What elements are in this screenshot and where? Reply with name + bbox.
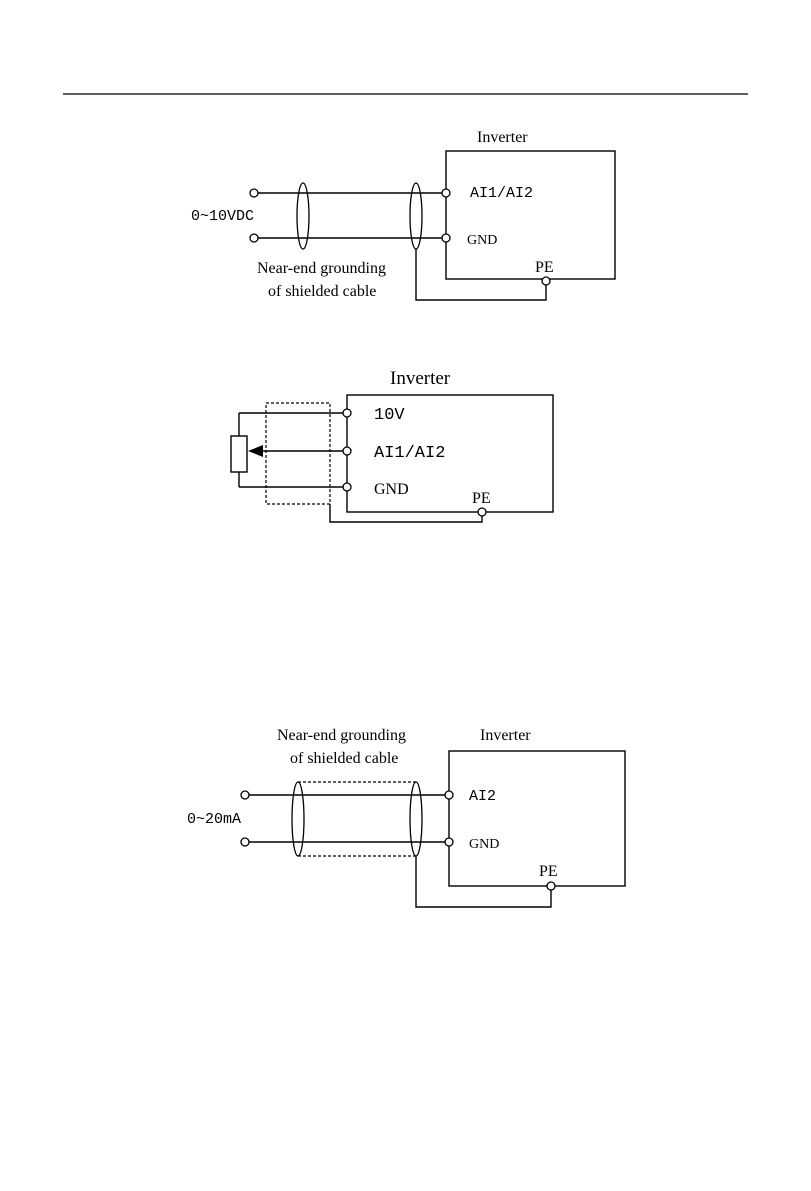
shield-ground-wire <box>416 249 546 300</box>
note-line2: of shielded cable <box>268 283 376 300</box>
terminal-ai2 <box>445 791 453 799</box>
terminal-pe-label: PE <box>472 490 491 507</box>
source-terminal-bottom <box>250 234 258 242</box>
terminal-gnd-label: GND <box>467 233 497 248</box>
source-label: 0~10VDC <box>191 208 254 225</box>
terminal-10v-label: 10V <box>374 406 405 425</box>
terminal-ai1-ai2-label: AI1/AI2 <box>470 185 533 202</box>
potentiometer <box>231 436 247 472</box>
terminal-ai2-label: AI2 <box>469 788 496 805</box>
terminal-pe <box>542 277 550 285</box>
terminal-ai1-ai2 <box>442 189 450 197</box>
terminal-gnd <box>343 483 351 491</box>
diagram-current-input: Inverter Near-end grounding of shielded … <box>187 727 625 907</box>
shield-enclosure <box>266 403 330 504</box>
shield-ground-wire <box>330 504 482 522</box>
terminal-pe <box>547 882 555 890</box>
inverter-box <box>449 751 625 886</box>
source-terminal-bottom <box>241 838 249 846</box>
source-terminal-top <box>250 189 258 197</box>
terminal-gnd-label: GND <box>374 481 409 498</box>
diagram-voltage-input: Inverter 0~10VDC AI1/AI2 GND PE Near-end… <box>191 129 615 300</box>
source-terminal-top <box>241 791 249 799</box>
shield-ring-far <box>292 782 304 856</box>
terminal-pe-label: PE <box>535 259 554 276</box>
inverter-box <box>446 151 615 279</box>
wiper-arrow <box>248 445 263 457</box>
terminal-gnd <box>445 838 453 846</box>
diagram-potentiometer-input: Inverter 10V AI1/AI2 GND PE <box>231 368 553 522</box>
shield-ground-wire <box>416 856 551 907</box>
source-label: 0~20mA <box>187 811 241 828</box>
inverter-label: Inverter <box>390 368 451 389</box>
inverter-label: Inverter <box>480 727 531 744</box>
terminal-gnd-label: GND <box>469 837 499 852</box>
note-line2: of shielded cable <box>290 750 398 767</box>
terminal-pe <box>478 508 486 516</box>
note-line1: Near-end grounding <box>257 260 386 277</box>
terminal-ai1-ai2 <box>343 447 351 455</box>
inverter-label: Inverter <box>477 129 528 146</box>
terminal-gnd <box>442 234 450 242</box>
terminal-10v <box>343 409 351 417</box>
note-line1: Near-end grounding <box>277 727 406 744</box>
shield-ring-near <box>410 782 422 856</box>
terminal-ai1-ai2-label: AI1/AI2 <box>374 444 445 463</box>
terminal-pe-label: PE <box>539 863 558 880</box>
